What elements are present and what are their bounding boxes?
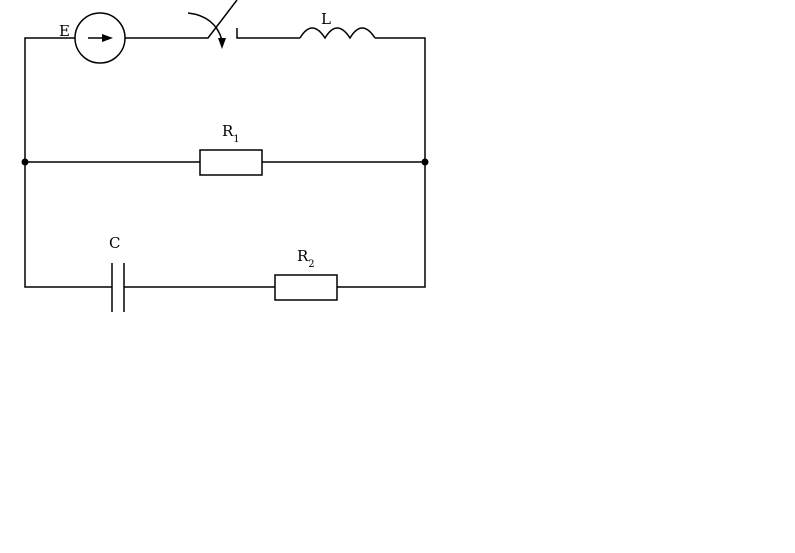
source-arrow-icon bbox=[102, 34, 113, 42]
switch-arrow-head-icon bbox=[218, 38, 226, 49]
wire-top-left bbox=[24, 37, 75, 162]
resistor-r2 bbox=[274, 274, 338, 301]
switch bbox=[187, 0, 300, 49]
wire-bottom-left bbox=[24, 162, 112, 288]
capacitor bbox=[111, 263, 125, 312]
inductor-label: L bbox=[321, 10, 331, 28]
switch-blade bbox=[200, 0, 238, 39]
resistor-r1-label: R1 bbox=[222, 122, 240, 145]
wire-top-right bbox=[375, 37, 426, 162]
capacitor-label: C bbox=[109, 234, 120, 252]
inductor bbox=[299, 27, 376, 40]
middle-branch: R1 bbox=[21, 122, 429, 176]
inductor-coil bbox=[299, 27, 376, 40]
wire-bottom-right bbox=[337, 162, 426, 288]
resistor-r1 bbox=[199, 149, 263, 176]
switch-contact bbox=[236, 28, 300, 39]
top-branch: E L bbox=[24, 0, 426, 162]
switch-arrow-curve bbox=[187, 12, 223, 41]
source-label: E bbox=[59, 22, 70, 40]
resistor-r2-label: R2 bbox=[297, 247, 315, 270]
voltage-source bbox=[74, 12, 126, 64]
bottom-branch: C R2 bbox=[24, 162, 426, 312]
